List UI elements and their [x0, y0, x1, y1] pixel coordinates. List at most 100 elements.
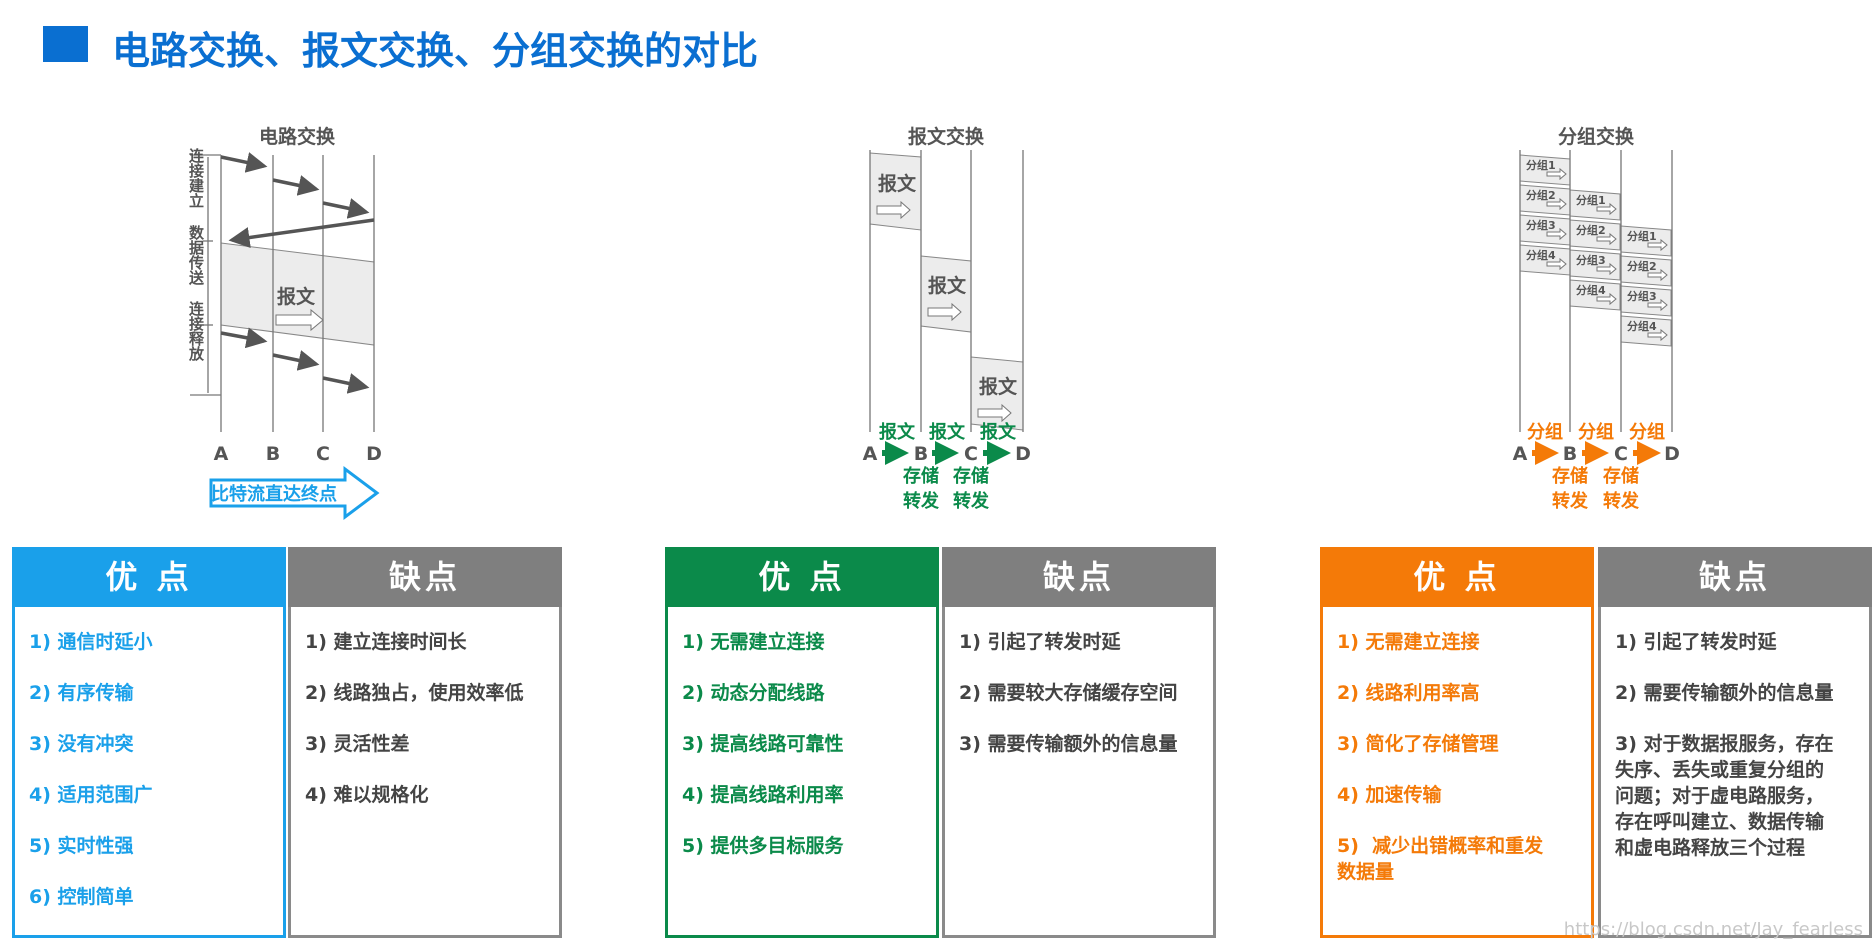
node-b: B	[266, 443, 280, 465]
pros-item: 2) 动态分配线路	[682, 682, 825, 704]
pros-item: 1) 无需建立连接	[1337, 631, 1480, 653]
packet-hop-3: 分组	[1629, 421, 1665, 443]
cons-item: 2) 线路独占，使用效率低	[305, 682, 524, 704]
page-title: 电路交换、报文交换、分组交换的对比	[112, 29, 759, 73]
packet-box: 分组4	[1620, 315, 1672, 347]
pros-item: 2) 线路利用率高	[1337, 682, 1480, 704]
forward-1: 转发	[903, 490, 940, 512]
cons-item: 2) 需要传输额外的信息量	[1615, 682, 1834, 704]
packet-label: 分组2	[1526, 188, 1556, 202]
message-hop-3: 报文	[980, 421, 1017, 443]
message-box-3: 报文	[979, 375, 1018, 398]
node-c: C	[316, 443, 330, 465]
pros-item: 3) 提高线路可靠性	[682, 733, 844, 755]
message-box-1: 报文	[878, 172, 917, 195]
circuit-title: 电路交换	[259, 125, 336, 148]
packet-box: 分组2	[1620, 255, 1672, 287]
packet-hop-1: 分组	[1527, 421, 1563, 443]
packet-box: 分组1	[1569, 189, 1621, 221]
message-box-2: 报文	[928, 274, 967, 297]
circuit-banner: 比特流直达终点	[211, 483, 337, 505]
packet-label: 分组4	[1526, 248, 1556, 262]
packet-label: 分组4	[1627, 319, 1657, 333]
circuit-message-label: 报文	[277, 285, 316, 308]
pros-item: 3) 没有冲突	[29, 733, 134, 755]
store-1: 存储	[903, 465, 939, 487]
phase-setup: 连接建立	[187, 147, 205, 208]
pros-item: 1) 无需建立连接	[682, 631, 825, 653]
packet-box: 分组3	[1620, 285, 1672, 317]
store-1: 存储	[1552, 465, 1588, 487]
packet-box: 分组1	[1519, 154, 1571, 186]
packet-diagram: 分组交换 分组1分组2分组3分组4分组1分组2分组3分组4分组1分组2分组3分组…	[1513, 125, 1680, 512]
store-2: 存储	[953, 465, 989, 487]
node-c: C	[1614, 443, 1628, 465]
cons-item: 4) 难以规格化	[305, 784, 429, 806]
node-b: B	[914, 443, 928, 465]
packet-box: 分组2	[1569, 219, 1621, 251]
watermark: https://blog.csdn.net/Jay_fearless	[1563, 919, 1863, 940]
banner-arrow-icon	[209, 466, 380, 520]
message-hop-2: 报文	[929, 421, 966, 443]
pros-header: 优 点	[665, 547, 939, 607]
packet-label: 分组4	[1576, 283, 1606, 297]
packet-label: 分组2	[1576, 223, 1606, 237]
circuit-diagram: 电路交换 连接建立 数据传送 连接释放 报文 A B C D 比	[187, 125, 382, 520]
forward-2: 转发	[953, 490, 990, 512]
title-square-icon	[43, 26, 88, 62]
node-a: A	[1513, 443, 1528, 465]
cons-item: 3) 对于数据报服务，存在 失序、丢失或重复分组的 问题；对于虚电路服务， 存在…	[1615, 733, 1834, 859]
cons-panel: 缺点 1) 引起了转发时延 2) 需要较大存储缓存空间 3) 需要传输额外的信息量	[942, 547, 1216, 938]
pros-header: 优 点	[1320, 547, 1594, 607]
packet-label: 分组3	[1627, 289, 1657, 303]
cons-item: 1) 引起了转发时延	[959, 631, 1121, 653]
node-d: D	[366, 443, 382, 465]
packet-label: 分组1	[1627, 229, 1657, 243]
cons-item: 3) 需要传输额外的信息量	[959, 733, 1178, 755]
packet-label: 分组2	[1627, 259, 1657, 273]
diagrams: 电路交换 连接建立 数据传送 连接释放 报文 A B C D 比	[187, 125, 1680, 520]
pros-item: 4) 适用范围广	[29, 784, 153, 806]
pros-item: 3) 简化了存储管理	[1337, 733, 1499, 755]
pros-item: 6) 控制简单	[29, 886, 134, 908]
cons-item: 1) 引起了转发时延	[1615, 631, 1777, 653]
packet-box: 分组1	[1620, 225, 1672, 257]
message-title: 报文交换	[908, 125, 985, 148]
pros-item: 5) 提供多目标服务	[682, 835, 844, 857]
packet-label: 分组1	[1576, 193, 1606, 207]
phase-release: 连接释放	[187, 300, 205, 362]
arrow-outline-icon	[275, 308, 324, 332]
pros-item: 4) 加速传输	[1337, 784, 1442, 806]
pros-item: 5) 实时性强	[29, 835, 134, 857]
cons-header: 缺点	[942, 547, 1216, 607]
forward-1: 转发	[1552, 490, 1589, 512]
pros-item: 2) 有序传输	[29, 682, 134, 704]
node-d: D	[1015, 443, 1031, 465]
cons-item: 2) 需要较大存储缓存空间	[959, 682, 1178, 704]
packet-box: 分组4	[1519, 244, 1571, 276]
cons-item: 1) 建立连接时间长	[305, 631, 467, 653]
node-d: D	[1664, 443, 1680, 465]
store-2: 存储	[1603, 465, 1639, 487]
message-hop-1: 报文	[879, 421, 916, 443]
cons-item: 3) 灵活性差	[305, 733, 410, 755]
cons-panel: 缺点 1) 建立连接时间长 2) 线路独占，使用效率低 3) 灵活性差 4) 难以规格化	[288, 547, 562, 938]
packet-box: 分组3	[1519, 214, 1571, 246]
node-a: A	[863, 443, 878, 465]
pros-panel: 优 点 1) 无需建立连接 2) 线路利用率高 3) 简化了存储管理 4) 加速传输 5)…	[1320, 547, 1594, 938]
cons-header: 缺点	[288, 547, 562, 607]
packet-box: 分组2	[1519, 184, 1571, 216]
phase-transfer: 数据传送	[187, 224, 205, 286]
node-b: B	[1563, 443, 1577, 465]
packet-title: 分组交换	[1558, 125, 1635, 148]
node-c: C	[964, 443, 978, 465]
pros-item: 5) 减少出错概率和重发 数据量	[1337, 835, 1544, 883]
packet-hop-2: 分组	[1578, 421, 1614, 443]
packet-box: 分组4	[1569, 279, 1621, 311]
forward-2: 转发	[1603, 490, 1640, 512]
packet-label: 分组1	[1526, 158, 1556, 172]
pros-item: 1) 通信时延小	[29, 631, 153, 653]
